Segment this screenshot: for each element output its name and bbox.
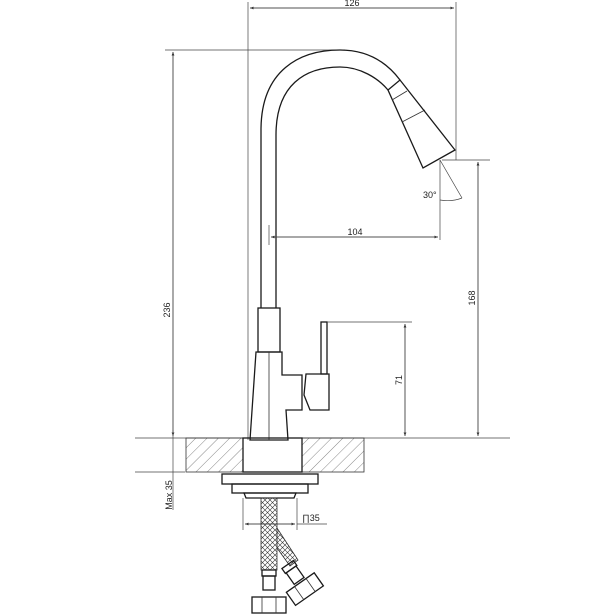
- dimension-hole-diameter: ∏35: [242, 498, 327, 530]
- dim-104-label: 104: [347, 227, 362, 237]
- countertop: [135, 437, 510, 473]
- dim-236-label: 236: [162, 302, 172, 317]
- dim-max35-label: Max 35: [164, 480, 174, 510]
- dim-diameter-label: ∏35: [302, 513, 319, 524]
- faucet-body: [249, 307, 303, 441]
- aerator: [387, 79, 456, 169]
- flexible-hoses: [260, 497, 299, 571]
- dimension-aerator-angle: 30°: [423, 159, 463, 240]
- dimension-max-thickness: Max 35: [164, 430, 174, 510]
- dimension-handle-height: 71: [327, 321, 412, 436]
- hose-fittings: [251, 559, 325, 614]
- dim-168-label: 168: [467, 290, 477, 305]
- dim-30-label: 30°: [423, 190, 437, 200]
- dim-126-label: 126: [344, 0, 359, 8]
- dimension-overall-height: 236: [162, 49, 345, 436]
- lever-handle: [303, 321, 330, 411]
- dimension-outlet-height: 168: [442, 159, 490, 436]
- dim-71-label: 71: [394, 375, 404, 385]
- spout: [260, 49, 401, 308]
- dimension-spout-reach: 104: [268, 225, 438, 245]
- dimension-overall-reach: 126: [247, 0, 457, 440]
- mounting-nut: [221, 473, 319, 499]
